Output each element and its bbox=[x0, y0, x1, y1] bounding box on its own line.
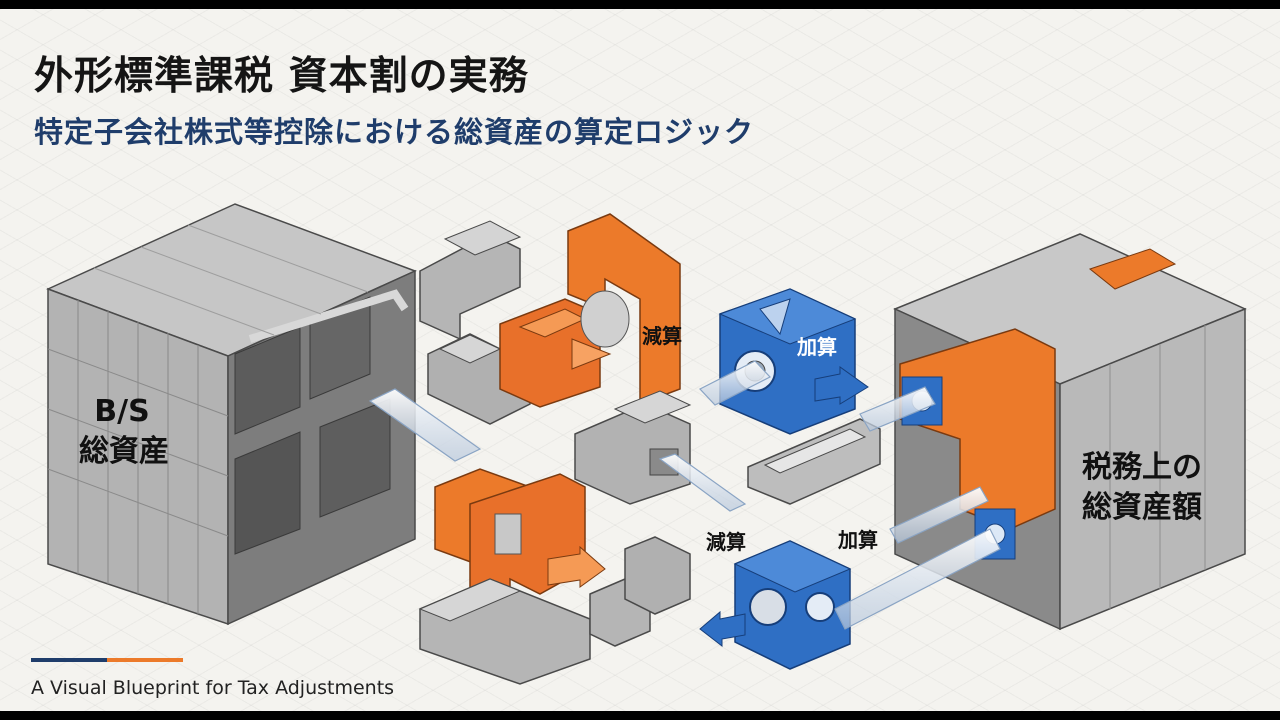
label-add-bottom: 加算 bbox=[837, 528, 878, 552]
gray-frame-right-center bbox=[747, 418, 881, 505]
gray-part-bottom-mid bbox=[589, 536, 691, 647]
label-bs-line2: 総資産 bbox=[79, 434, 169, 469]
blue-add-part-top bbox=[718, 288, 869, 435]
blueprint-diagram: B/S 総資産 税務上の 総資産額 減算 加算 減算 加算 bbox=[46, 203, 1247, 685]
gray-part-center bbox=[574, 390, 692, 505]
label-subtract-bottom: 減算 bbox=[706, 530, 746, 554]
footer-accent-orange bbox=[107, 658, 183, 662]
label-tax-line2: 総資産額 bbox=[1082, 490, 1202, 525]
page-title: 外形標準課税 資本割の実務 bbox=[34, 54, 529, 99]
page-subtitle: 特定子会社株式等控除における総資産の算定ロジック bbox=[34, 115, 755, 149]
orange-subtract-part-top bbox=[499, 213, 681, 408]
label-bs-line1: B/S bbox=[94, 394, 149, 429]
gray-part-bottom-left bbox=[418, 578, 591, 685]
orange-subtract-part-bottom bbox=[434, 468, 606, 611]
label-add-top: 加算 bbox=[796, 335, 837, 359]
footer-caption: A Visual Blueprint for Tax Adjustments bbox=[31, 677, 395, 699]
blue-add-part-bottom bbox=[699, 540, 852, 670]
diagram-labels: B/S 総資産 税務上の 総資産額 減算 加算 減算 加算 bbox=[79, 324, 1202, 554]
tax-total-assets-block bbox=[893, 233, 1247, 631]
gray-part-top-left bbox=[419, 220, 522, 341]
bs-total-assets-block bbox=[46, 203, 417, 626]
label-tax-line1: 税務上の bbox=[1082, 450, 1202, 485]
label-subtract-top: 減算 bbox=[642, 324, 682, 348]
slide: B/S 総資産 税務上の 総資産額 減算 加算 減算 加算 外形標準課税 資本割… bbox=[0, 9, 1280, 711]
transfer-pipes bbox=[368, 360, 1001, 630]
footer-accent-navy bbox=[31, 658, 107, 662]
